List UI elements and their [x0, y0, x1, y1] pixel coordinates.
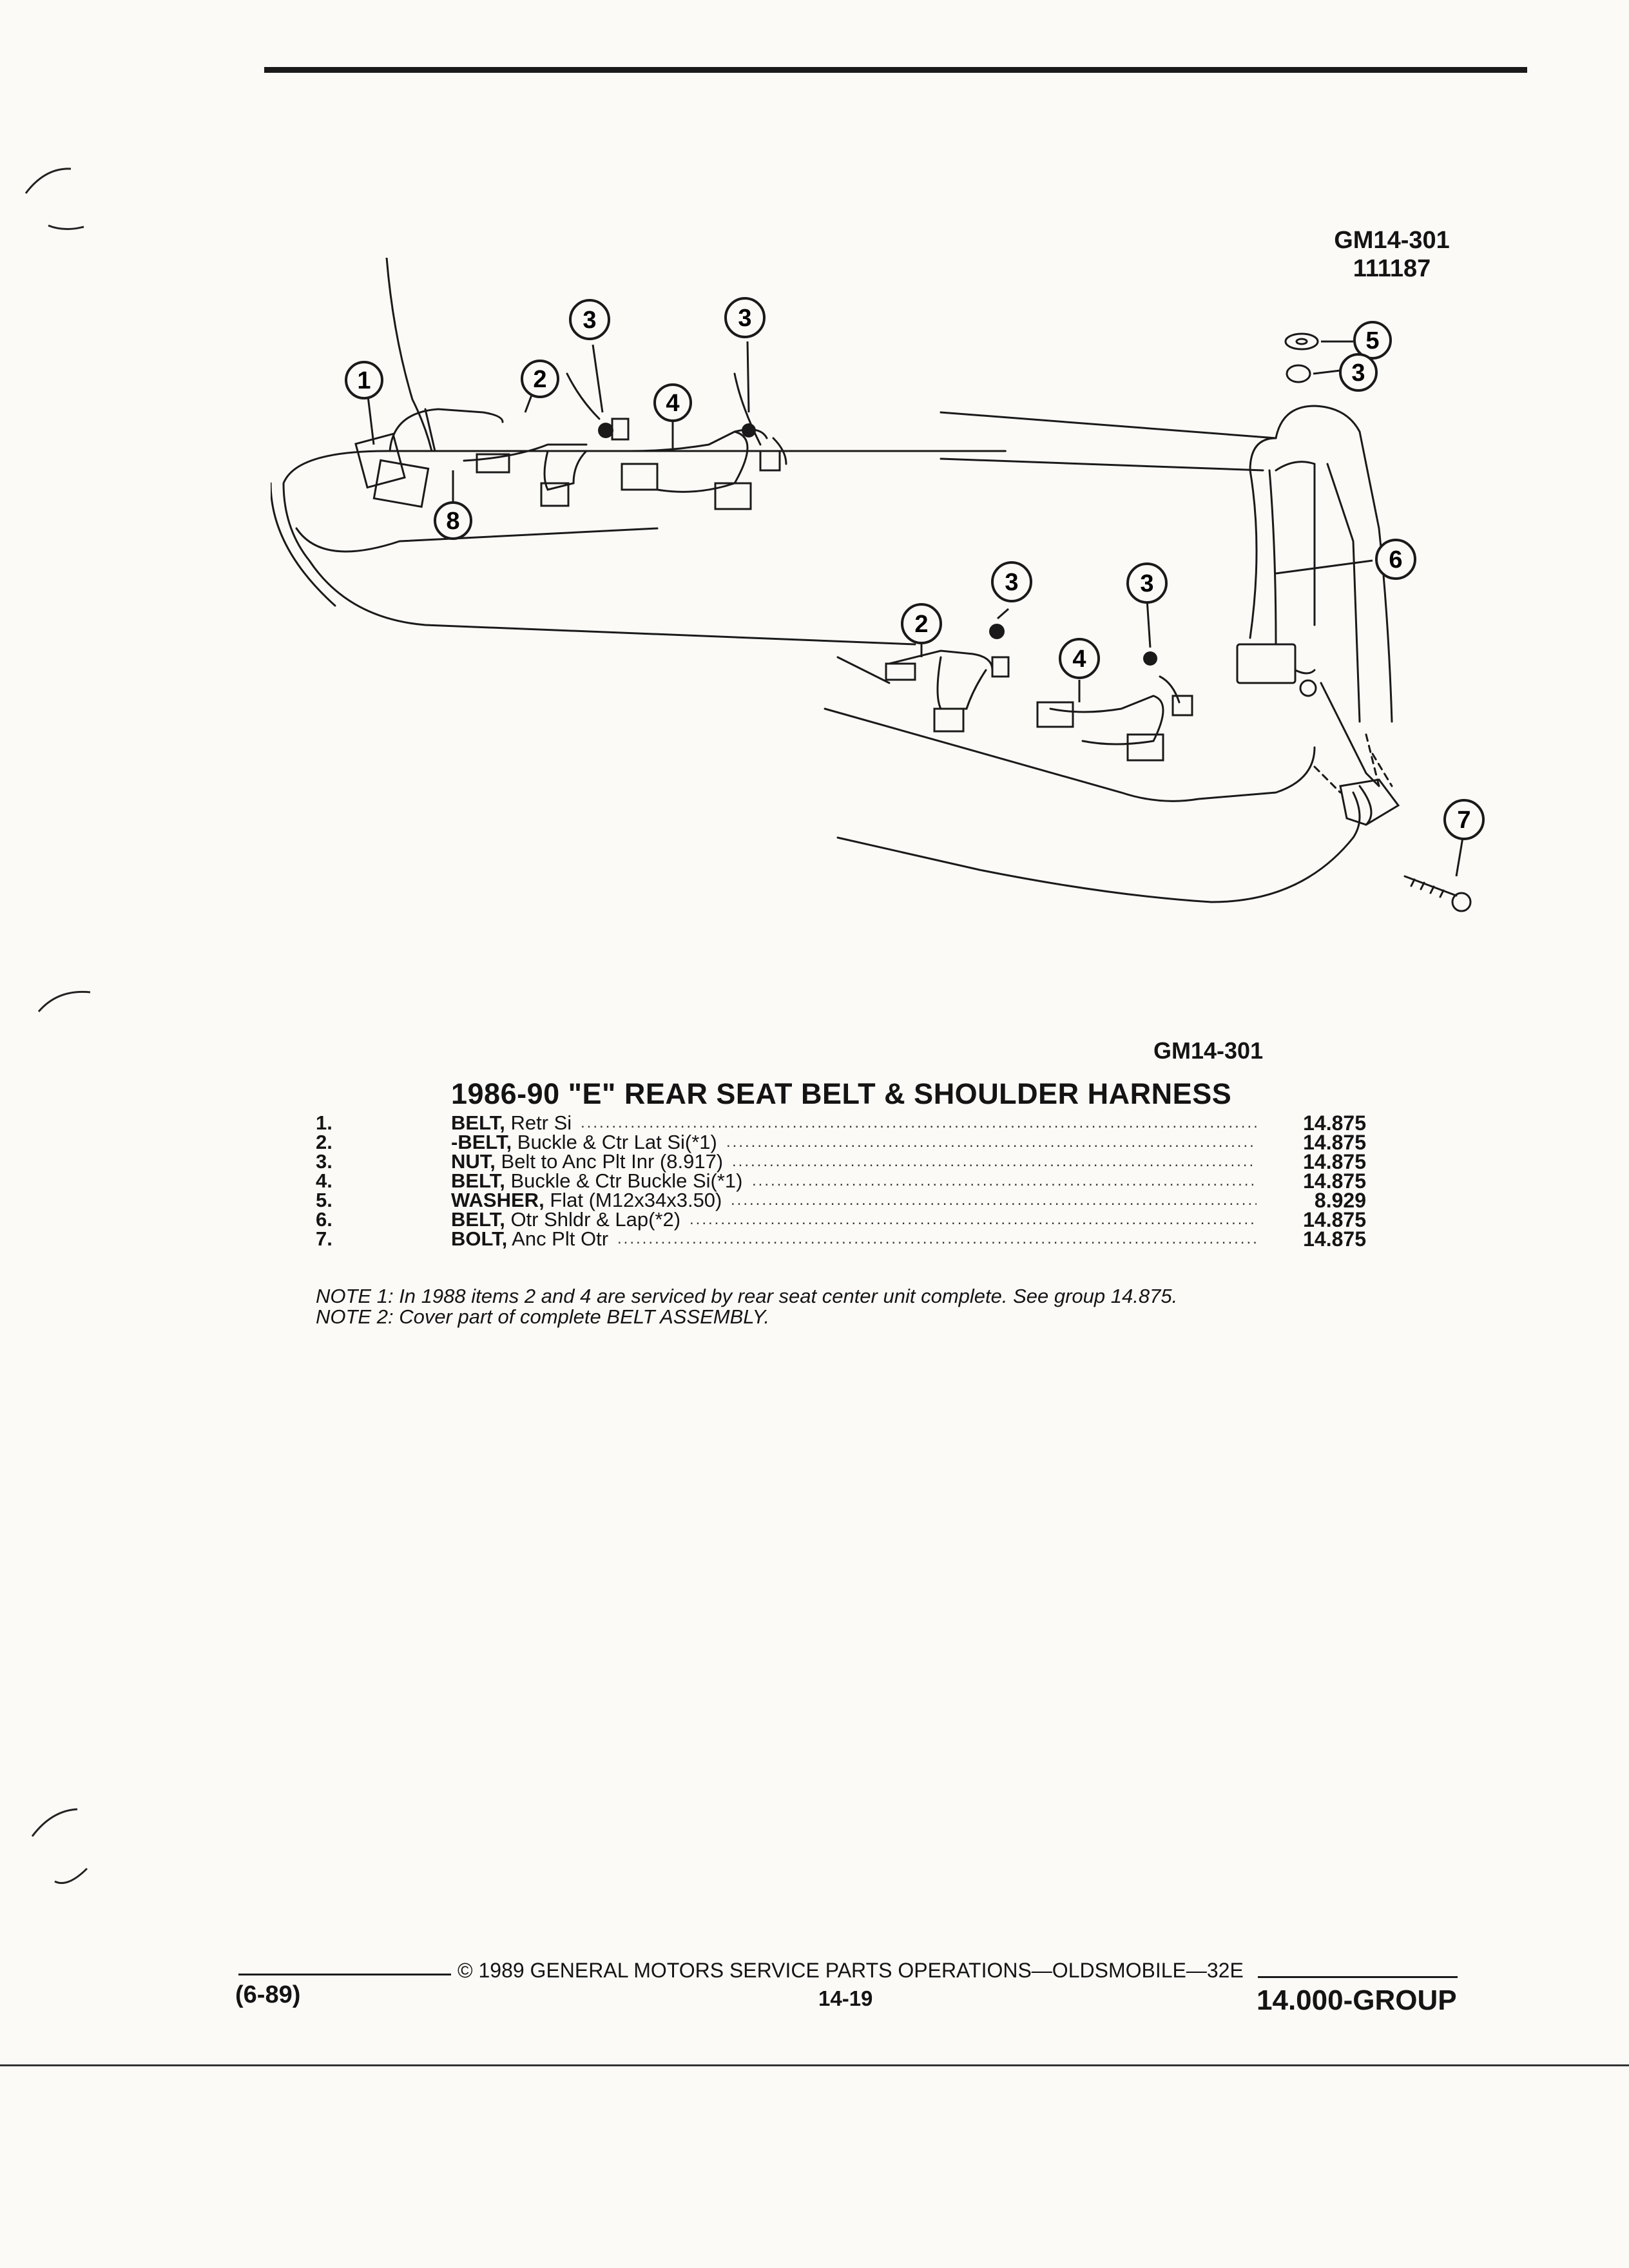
- part-number: 6.: [316, 1208, 333, 1231]
- svg-text:3: 3: [1351, 360, 1365, 387]
- part-description: BELT, Otr Shldr & Lap(*2): [451, 1208, 681, 1231]
- callout-3a: 3: [569, 299, 610, 340]
- callout-3c: 3: [1339, 353, 1378, 392]
- callout-5: 5: [1353, 321, 1392, 360]
- part-detail: Belt to Anc Plt Inr (8.917): [501, 1150, 724, 1173]
- callout-2b: 2: [901, 603, 942, 644]
- svg-text:3: 3: [1005, 569, 1018, 596]
- callout-7: 7: [1443, 799, 1485, 840]
- svg-text:8: 8: [446, 508, 459, 535]
- svg-text:3: 3: [583, 307, 596, 334]
- part-detail: Anc Plt Otr: [512, 1227, 609, 1250]
- svg-text:6: 6: [1389, 546, 1402, 573]
- part-number: 3.: [316, 1150, 333, 1173]
- part-row: 7. BOLT, Anc Plt Otr.....................…: [316, 1229, 1373, 1249]
- date-code: (6-89): [235, 1981, 301, 2008]
- part-row: 4. BELT, Buckle & Ctr Buckle Si(*1)......…: [316, 1171, 1373, 1191]
- callout-label: 1: [357, 367, 371, 394]
- part-group: 8.929: [1314, 1189, 1366, 1212]
- note-1: NOTE 1: In 1988 items 2 and 4 are servic…: [316, 1285, 1178, 1307]
- svg-text:3: 3: [738, 305, 751, 332]
- dot-leader: ........................................…: [689, 1211, 1257, 1228]
- part-name: -BELT,: [451, 1131, 512, 1153]
- svg-text:4: 4: [1072, 646, 1086, 673]
- page-title: 1986-90 "E" REAR SEAT BELT & SHOULDER HA…: [451, 1077, 1232, 1110]
- part-description: BELT, Buckle & Ctr Buckle Si(*1): [451, 1171, 743, 1191]
- svg-text:2: 2: [914, 611, 928, 638]
- header-drawing-number: 111187: [1353, 255, 1431, 282]
- dot-leader: ........................................…: [617, 1230, 1257, 1247]
- dot-leader: ........................................…: [732, 1153, 1257, 1170]
- part-name: BELT,: [451, 1111, 505, 1134]
- part-row: 6. BELT, Otr Shldr & Lap(*2).............…: [316, 1208, 1373, 1231]
- part-description: WASHER, Flat (M12x34x3.50): [451, 1189, 722, 1211]
- part-number: 1.: [316, 1111, 333, 1134]
- part-name: BOLT,: [451, 1227, 508, 1250]
- callout-8: 8: [434, 501, 472, 540]
- part-number: 5.: [316, 1189, 333, 1211]
- part-number: 2.: [316, 1131, 333, 1153]
- dot-leader: ........................................…: [581, 1114, 1257, 1131]
- part-detail: Buckle & Ctr Buckle Si(*1): [510, 1169, 743, 1192]
- callout-3b: 3: [724, 297, 766, 338]
- dot-leader: ........................................…: [731, 1191, 1257, 1209]
- svg-text:3: 3: [1140, 570, 1153, 597]
- part-description: BOLT, Anc Plt Otr: [451, 1229, 608, 1249]
- callout-4a: 4: [653, 383, 692, 422]
- callout-4b: 4: [1059, 638, 1100, 679]
- callout-6: 6: [1375, 539, 1416, 580]
- part-detail: Otr Shldr & Lap(*2): [510, 1208, 681, 1231]
- margin-marks: [24, 168, 91, 1884]
- svg-text:4: 4: [666, 390, 679, 417]
- part-detail: Retr Si: [510, 1111, 572, 1134]
- footer-rule-right: [1258, 1976, 1458, 1978]
- part-name: BELT,: [451, 1208, 505, 1231]
- part-group: 14.875: [1303, 1169, 1366, 1193]
- figure-code: GM14-301: [1153, 1037, 1264, 1064]
- part-name: NUT,: [451, 1150, 496, 1173]
- svg-text:2: 2: [533, 366, 546, 393]
- copyright-line: © 1989 GENERAL MOTORS SERVICE PARTS OPER…: [458, 1959, 1244, 1982]
- top-rule: [264, 67, 1527, 73]
- part-number: 7.: [316, 1227, 333, 1250]
- note-2: NOTE 2: Cover part of complete BELT ASSE…: [316, 1305, 770, 1328]
- part-row: 5. WASHER, Flat (M12x34x3.50)............…: [316, 1189, 1373, 1212]
- group-code: 14.000-GROUP: [1257, 1984, 1457, 2016]
- page-number: 14-19: [818, 1986, 873, 2010]
- parts-list: 1. BELT, Retr Si.........................…: [316, 1113, 1373, 1249]
- bottom-rule: [0, 2064, 1629, 2066]
- part-group: 14.875: [1303, 1131, 1366, 1154]
- part-number: 4.: [316, 1169, 333, 1192]
- part-detail: Flat (M12x34x3.50): [550, 1189, 722, 1211]
- part-description: BELT, Retr Si: [451, 1113, 572, 1133]
- dot-leader: ........................................…: [726, 1133, 1257, 1151]
- part-name: BELT,: [451, 1169, 505, 1192]
- part-description: NUT, Belt to Anc Plt Inr (8.917): [451, 1150, 724, 1173]
- part-group: 14.875: [1303, 1150, 1366, 1173]
- svg-text:5: 5: [1365, 327, 1379, 354]
- part-description: -BELT, Buckle & Ctr Lat Si(*1): [451, 1131, 717, 1153]
- header-figure-code: GM14-301: [1334, 227, 1450, 254]
- seat-belt-diagram: 1 2 3 3 4 8 5 3 6 2 3 3 4 7: [271, 258, 1485, 912]
- callout-3e: 3: [1126, 562, 1168, 604]
- part-row: 2. -BELT, Buckle & Ctr Lat Si(*1)........…: [316, 1131, 1373, 1154]
- part-group: 14.875: [1303, 1227, 1366, 1251]
- part-detail: Buckle & Ctr Lat Si(*1): [517, 1131, 717, 1153]
- part-name: WASHER,: [451, 1189, 545, 1211]
- part-group: 14.875: [1303, 1111, 1366, 1135]
- dot-leader: ........................................…: [752, 1172, 1257, 1189]
- callout-1: 1: [345, 361, 383, 399]
- part-row: 3. NUT, Belt to Anc Plt Inr (8.917)......…: [316, 1150, 1373, 1173]
- callout-3d: 3: [991, 561, 1032, 602]
- footer-rule-left: [238, 1974, 451, 1975]
- callout-2: 2: [521, 360, 559, 398]
- part-row: 1. BELT, Retr Si.........................…: [316, 1113, 1373, 1133]
- part-group: 14.875: [1303, 1208, 1366, 1231]
- svg-text:7: 7: [1457, 807, 1470, 834]
